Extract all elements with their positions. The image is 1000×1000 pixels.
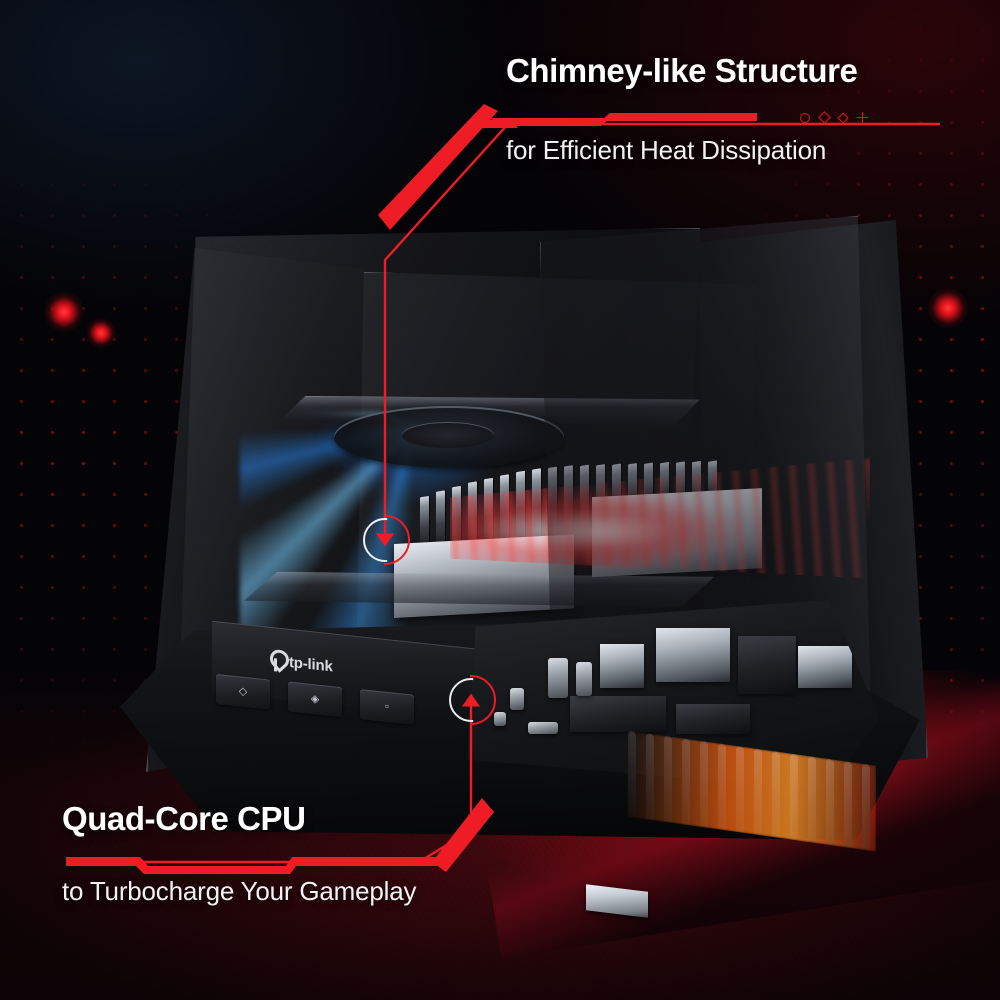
callout-chimney-markers (800, 111, 868, 124)
callout-cpu-sub: to Turbocharge Your Gameplay (62, 876, 417, 907)
cpu-fan-hub (402, 422, 494, 448)
router-product: tp-link ◇ ◈ ▫ (120, 200, 928, 918)
arrow-down-icon (376, 533, 394, 547)
callout-chimney-title: Chimney-like Structure (506, 52, 858, 89)
wps-button[interactable]: ▫ (360, 689, 414, 725)
callout-chimney-subtitle: for Efficient Heat Dissipation (506, 135, 827, 165)
background-dot-glow-right (928, 288, 968, 328)
background-dot-glow-left2 (86, 318, 116, 348)
wifi-button[interactable]: ◈ (288, 681, 342, 718)
callout-cpu: Quad-Core CPU (62, 800, 306, 838)
arrow-up-icon (462, 693, 480, 707)
background-dot-glow-left (44, 292, 84, 332)
callout-cpu-title: Quad-Core CPU (62, 800, 306, 837)
callout-chimney: Chimney-like Structure (506, 52, 858, 90)
diamond-small-marker-icon (837, 111, 849, 124)
brand-name: tp-link (289, 653, 333, 675)
tp-link-mark-icon (268, 649, 285, 673)
callout-chimney-sub: for Efficient Heat Dissipation (506, 135, 826, 166)
callout-cpu-subtitle: to Turbocharge Your Gameplay (62, 876, 417, 906)
target-marker-cpu-chip (449, 675, 496, 725)
diamond-marker-icon (818, 111, 831, 124)
circle-marker-icon (800, 112, 810, 123)
plus-marker-icon (857, 112, 868, 123)
target-marker-cpu-fan (363, 515, 410, 565)
led-button[interactable]: ◇ (216, 673, 270, 710)
